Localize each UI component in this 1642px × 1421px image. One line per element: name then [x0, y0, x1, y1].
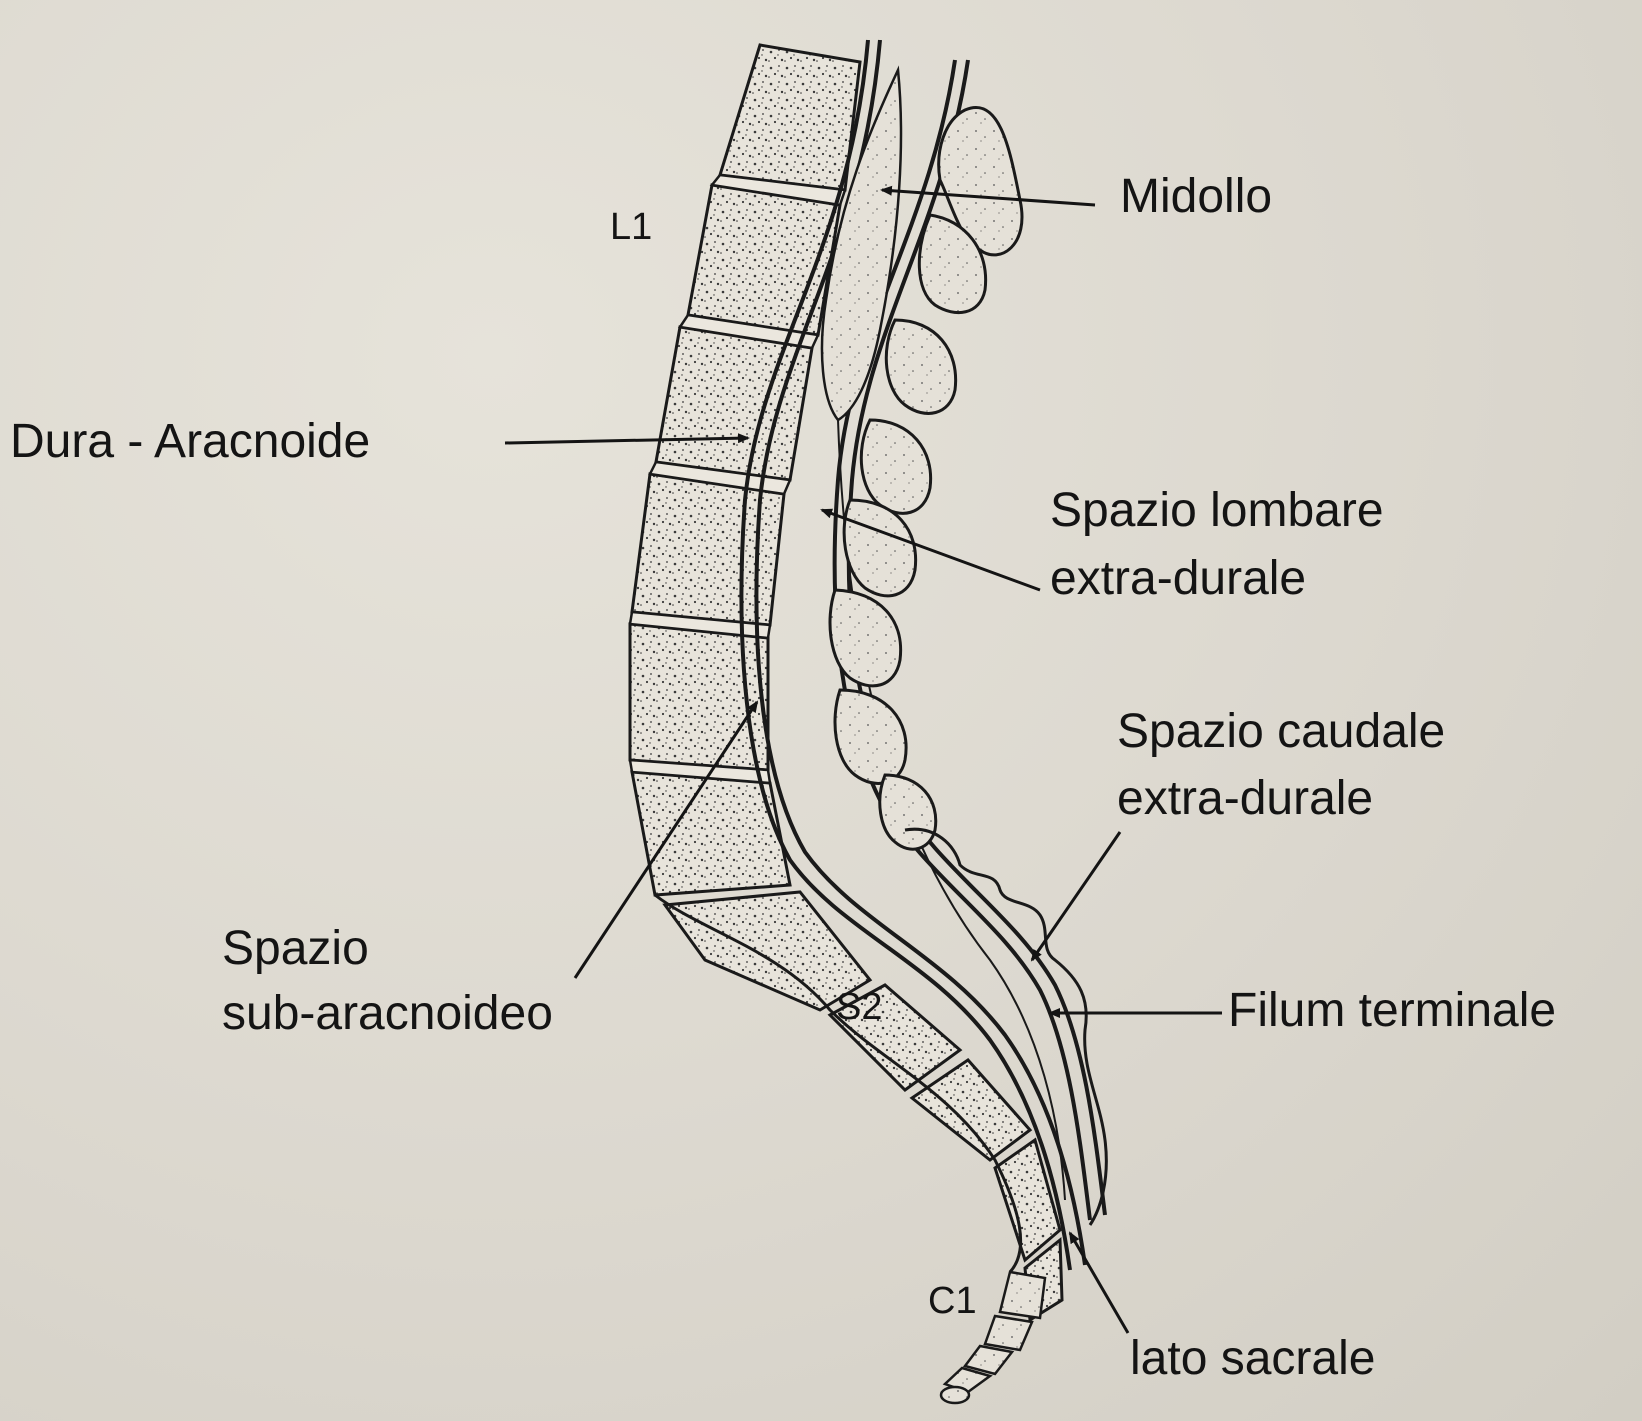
arrow-spazio-caudale: [1032, 832, 1120, 960]
label-s2: S2: [836, 988, 882, 1026]
label-lato-sacrale: lato sacrale: [1130, 1335, 1375, 1383]
label-filum-terminale: Filum terminale: [1228, 987, 1556, 1035]
label-spazio-sub-line1: Spazio: [222, 925, 369, 973]
label-spazio-sub-line2: sub-aracnoideo: [222, 990, 553, 1038]
sacrum-s4: [995, 1140, 1060, 1260]
label-midollo: Midollo: [1120, 173, 1272, 221]
label-l1: L1: [610, 208, 652, 246]
vertebra-l5: [632, 772, 790, 895]
arrow-lato-sacrale: [1070, 1233, 1128, 1333]
label-spazio-caudale-line1: Spazio caudale: [1117, 708, 1445, 756]
label-spazio-lombare-line1: Spazio lombare: [1050, 487, 1384, 535]
label-spazio-caudale-line2: extra-durale: [1117, 775, 1373, 823]
label-c1: C1: [928, 1282, 977, 1320]
vertebra-t12: [720, 45, 860, 190]
label-dura-aracnoide: Dura - Aracnoide: [10, 418, 370, 466]
vertebra-l2: [656, 327, 812, 480]
label-spazio-lombare-line2: extra-durale: [1050, 555, 1306, 603]
